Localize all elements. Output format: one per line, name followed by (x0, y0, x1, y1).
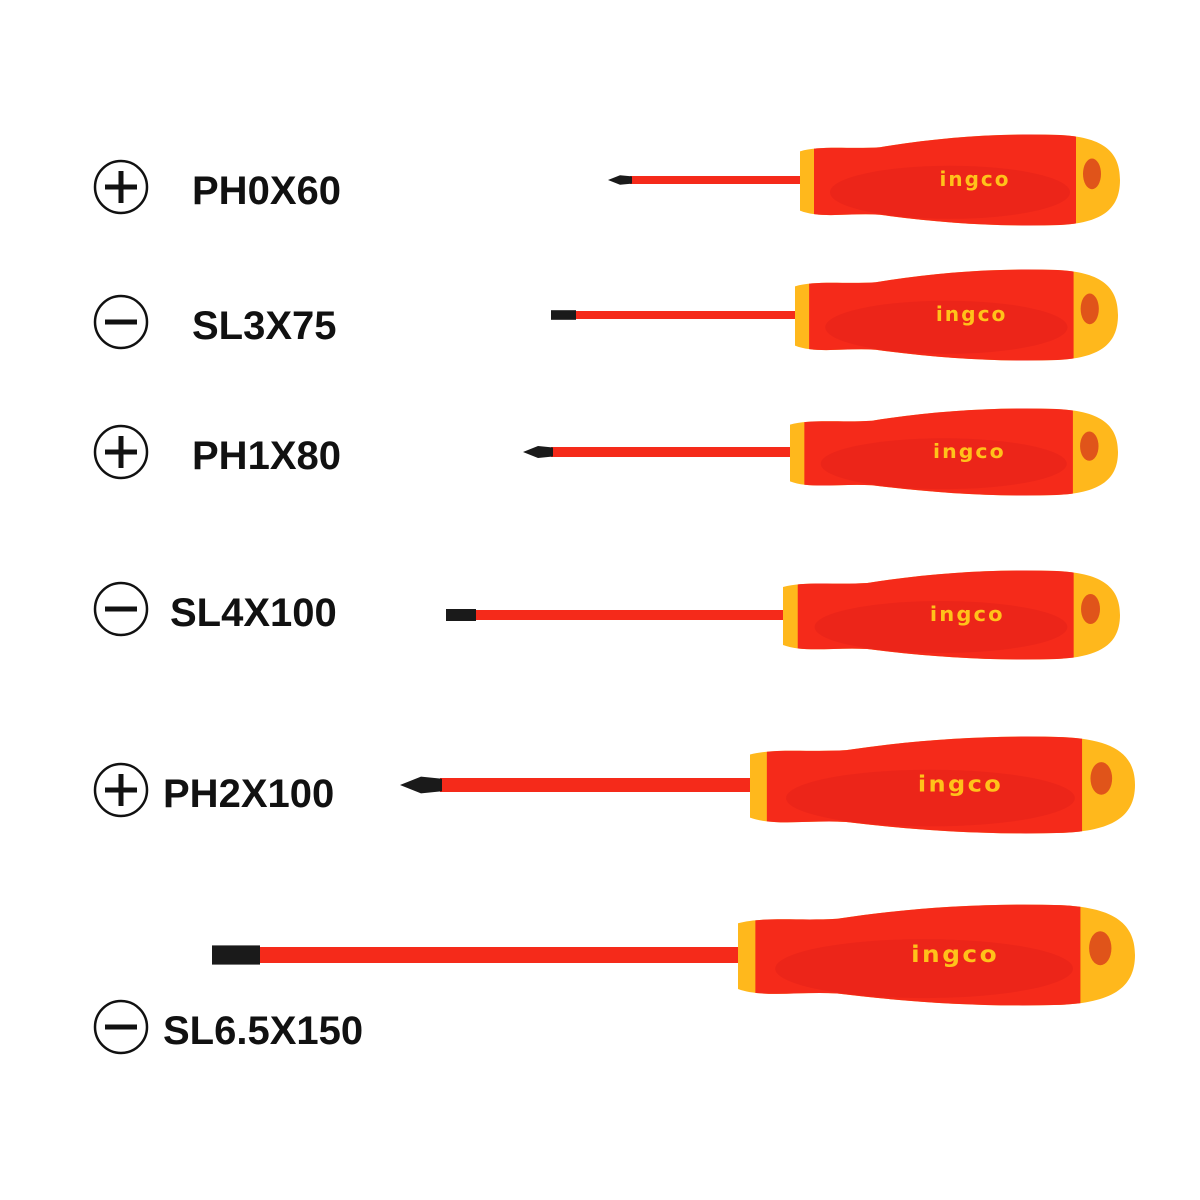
brand-logo: ingco (939, 167, 1010, 191)
phillips-tip (608, 175, 632, 185)
brand-logo: ingco (930, 602, 1005, 625)
hang-hole-icon (1080, 293, 1099, 325)
slotted-tip (446, 609, 476, 621)
minus-circle-icon (93, 294, 149, 350)
phillips-tip (523, 446, 553, 458)
screwdriver-row: SL4X100 ingco (93, 570, 1120, 660)
screwdriver: ingco (446, 570, 1120, 660)
minus-circle-icon (93, 999, 149, 1055)
size-label: SL4X100 (170, 591, 337, 635)
screwdriver-row: SL6.5X150 ingco (93, 904, 1135, 1055)
size-label: PH0X60 (192, 169, 341, 213)
brand-logo: ingco (933, 439, 1006, 462)
screwdriver-row: PH2X100 ingco (93, 736, 1135, 834)
plus-circle-icon (93, 762, 149, 818)
brand-logo: ingco (911, 941, 999, 968)
minus-circle-icon (93, 581, 149, 637)
insulated-shaft (440, 778, 758, 792)
insulated-shaft (474, 610, 791, 620)
hang-hole-icon (1080, 431, 1099, 461)
hang-hole-icon (1081, 594, 1100, 624)
hang-hole-icon (1089, 931, 1112, 966)
size-label: SL3X75 (192, 304, 337, 348)
screwdriver-row: SL3X75 ingco (93, 269, 1118, 361)
screwdriver: ingco (212, 904, 1135, 1006)
screwdriver: ingco (551, 269, 1118, 361)
screwdriver: ingco (523, 408, 1118, 496)
insulated-shaft (574, 311, 803, 319)
hang-hole-icon (1083, 158, 1101, 190)
handle: ingco (795, 269, 1118, 361)
handle: ingco (783, 570, 1120, 660)
screwdriver-row: PH0X60 ingco (93, 134, 1120, 226)
slotted-tip (212, 945, 260, 965)
size-label: SL6.5X150 (163, 1009, 363, 1053)
insulated-shaft (258, 947, 746, 963)
brand-logo: ingco (936, 302, 1008, 326)
handle: ingco (790, 408, 1118, 496)
phillips-tip (400, 776, 442, 794)
brand-logo: ingco (918, 773, 1003, 798)
screwdriver-row: PH1X80 ingco (93, 408, 1118, 496)
screwdriver: ingco (400, 736, 1135, 834)
slotted-tip (551, 310, 576, 320)
handle: ingco (750, 736, 1135, 834)
size-label: PH1X80 (192, 434, 341, 478)
insulated-shaft (551, 447, 798, 457)
handle: ingco (738, 904, 1135, 1006)
hang-hole-icon (1090, 762, 1113, 795)
size-label: PH2X100 (163, 772, 334, 816)
screwdriver: ingco (608, 134, 1120, 226)
plus-circle-icon (93, 424, 149, 480)
plus-circle-icon (93, 159, 149, 215)
handle: ingco (800, 134, 1120, 226)
insulated-shaft (630, 176, 808, 184)
